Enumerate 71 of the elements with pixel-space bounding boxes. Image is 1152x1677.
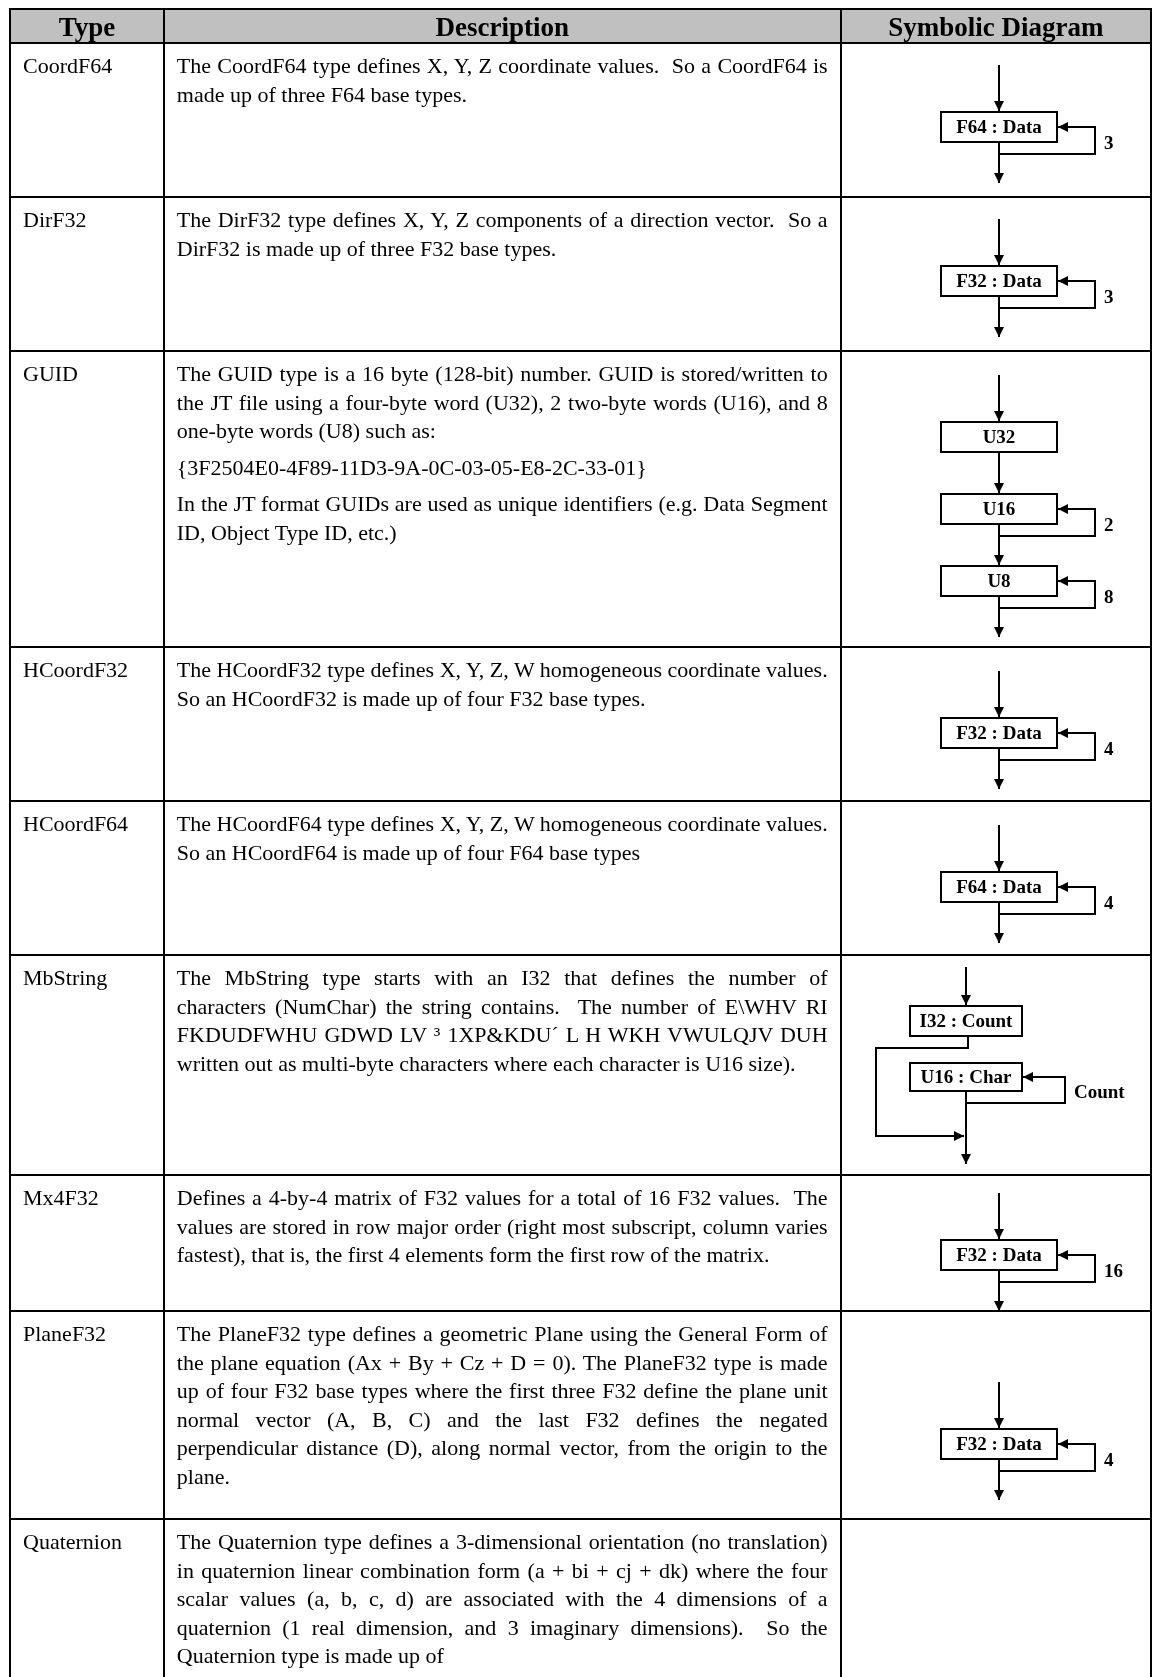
arrow [994, 596, 1004, 638]
repeat-count: 3 [1104, 286, 1114, 307]
data-type-box: I32 : Count [909, 1005, 1023, 1037]
type-name: Quaternion [22, 1528, 123, 1556]
arrow [994, 296, 1004, 338]
arrow [994, 824, 1004, 872]
column-header: Symbolic Diagram [840, 9, 1151, 43]
description-text: Defines a 4-by-4 matrix of F32 values for a total of 16 F32 values. The values are stored in row major order (right most subscript, column varies fastest), that is, the first 4 elements form the first row of the matrix. [175, 1184, 829, 1269]
arrow [961, 1091, 971, 1165]
type-name: Mx4F32 [22, 1184, 100, 1212]
loop-arrow [998, 1250, 1096, 1283]
repeat-count: 3 [1104, 132, 1114, 153]
data-type-box: F64 : Data [940, 871, 1058, 903]
type-name: HCoordF64 [22, 810, 130, 838]
repeat-count: Count [1074, 1082, 1125, 1102]
arrow [994, 524, 1004, 566]
loop-arrow [965, 1072, 1066, 1104]
data-type-box: U16 : Char [909, 1062, 1023, 1092]
type-name: GUID [22, 360, 79, 388]
arrow [994, 452, 1004, 494]
loop-arrow [998, 276, 1096, 309]
arrow [994, 64, 1004, 112]
loop-arrow [998, 576, 1096, 609]
column-header: Description [163, 9, 841, 43]
repeat-count: 4 [1104, 1449, 1114, 1470]
description-text: The CoordF64 type defines X, Y, Z coordinate values. So a CoordF64 is made up of three F64 base types. [175, 52, 829, 109]
data-type-box: U8 [940, 565, 1058, 597]
arrow [994, 1270, 1004, 1312]
description-text: In the JT format GUIDs are used as unique identifiers (e.g. Data Segment ID, Object Type ID, etc.) [175, 490, 829, 547]
data-type-box: F32 : Data [940, 1428, 1058, 1460]
repeat-count: 2 [1104, 514, 1114, 535]
loop-arrow [998, 122, 1096, 155]
data-type-box: U32 [940, 421, 1058, 453]
repeat-count: 16 [1104, 1260, 1123, 1281]
loop-arrow [998, 504, 1096, 537]
arrow [994, 902, 1004, 944]
data-type-box: F64 : Data [940, 111, 1058, 143]
arrow [994, 1192, 1004, 1240]
description-text: The Quaternion type defines a 3-dimensional orientation (no translation) in quaternion linear combination form (a + bi + cj + dk) where the four scalar values (a, b, c, d) are associated with the 4 dimensions of a quaternion (1 real dimension, and 3 imaginary dimensions). So the Quaternion type is made up of [175, 1528, 829, 1670]
arrow [994, 1459, 1004, 1501]
arrow [994, 748, 1004, 790]
data-type-box: U16 [940, 493, 1058, 525]
data-type-box: F32 : Data [940, 265, 1058, 297]
description-text: {3F2504E0-4F89-11D3-9A-0C-03-05-E8-2C-33-01} [175, 453, 648, 482]
type-name: DirF32 [22, 206, 88, 234]
description-text: The HCoordF64 type defines X, Y, Z, W homogeneous coordinate values. So an HCoordF64 is made up of four F64 base types [175, 810, 829, 867]
repeat-count: 4 [1104, 738, 1114, 759]
description-text: The GUID type is a 16 byte (128-bit) number. GUID is stored/written to the JT file using a four-byte word (U32), 2 two-byte words (U16), and 8 one-byte words (U8) such as: [175, 360, 829, 445]
arrow [961, 966, 971, 1006]
arrow [875, 1036, 969, 1141]
description-text: The DirF32 type defines X, Y, Z components of a direction vector. So a DirF32 is made up of three F32 base types. [175, 206, 829, 263]
arrow [994, 218, 1004, 266]
type-name: CoordF64 [22, 52, 114, 80]
type-name: HCoordF32 [22, 656, 130, 684]
loop-arrow [998, 1439, 1096, 1472]
loop-arrow [998, 882, 1096, 915]
repeat-count: 8 [1104, 586, 1114, 607]
arrow [994, 142, 1004, 184]
type-name: MbString [22, 964, 109, 992]
data-type-box: F32 : Data [940, 1239, 1058, 1271]
arrow [994, 1381, 1004, 1429]
arrow [994, 670, 1004, 718]
data-type-box: F32 : Data [940, 717, 1058, 749]
column-header: Type [10, 9, 164, 43]
description-text: The HCoordF32 type defines X, Y, Z, W homogeneous coordinate values. So an HCoordF32 is made up of four F32 base types. [175, 656, 829, 713]
description-text: The PlaneF32 type defines a geometric Plane using the General Form of the plane equation (Ax + By + Cz + D = 0). The PlaneF32 type is made up of four F32 base types where the first three F32 define the plane unit normal vector (A, B, C) and the last F32 defines the negated perpendicular distance (D), along normal vector, from the origin to the plane. [175, 1320, 829, 1491]
arrow [994, 374, 1004, 422]
description-text: The MbString type starts with an I32 that defines the number of characters (NumChar) the string contains. The number of E\WHV RI FKDUDFWHU GDWD LV ³ 1XP&KDU´ L H WKH VWULQJV DUH written out as multi-byte characters where each character is U16 size). [175, 964, 829, 1078]
repeat-count: 4 [1104, 892, 1114, 913]
loop-arrow [998, 728, 1096, 761]
type-name: PlaneF32 [22, 1320, 108, 1348]
